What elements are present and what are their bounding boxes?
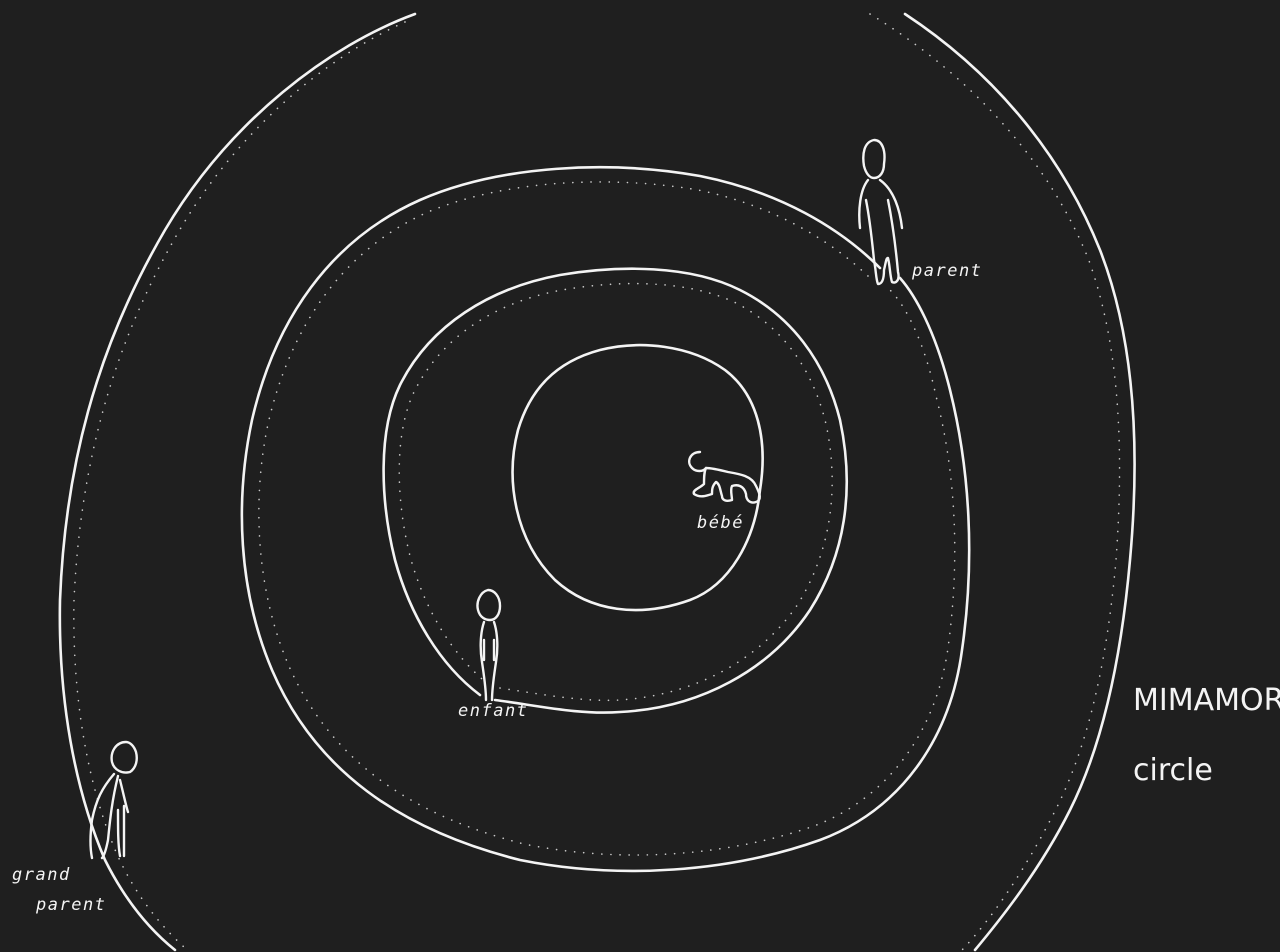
diagram-title-line2: circle: [1133, 753, 1213, 788]
diagram-title-line1: MIMAMORU: [1133, 683, 1280, 718]
enfant-standing-icon: [477, 590, 500, 700]
label-bebe: bébé: [697, 513, 744, 533]
ring-enfant-outline: [384, 269, 847, 713]
label-grandparent-line1: grand: [12, 865, 71, 885]
ring-grandparent: [60, 14, 1135, 950]
figure-bebe: [689, 452, 760, 503]
ring-enfant: [384, 269, 847, 713]
ring-bebe: [513, 345, 763, 610]
ring-grandparent-outline: [60, 14, 415, 950]
label-parent: parent: [911, 261, 982, 281]
ring-parent-outline: [242, 167, 969, 871]
bebe-crawling-icon: [689, 452, 760, 503]
label-enfant: enfant: [458, 701, 528, 721]
label-grandparent-line2: parent: [35, 895, 106, 915]
ring-grandparent-dots-right: [870, 14, 1120, 950]
figure-enfant: [477, 590, 500, 700]
ring-grandparent-outline-right: [905, 14, 1135, 950]
figure-parent: [859, 140, 902, 284]
parent-standing-icon: [859, 140, 902, 284]
ring-parent-dots: [259, 182, 955, 855]
ring-parent: [242, 167, 969, 871]
